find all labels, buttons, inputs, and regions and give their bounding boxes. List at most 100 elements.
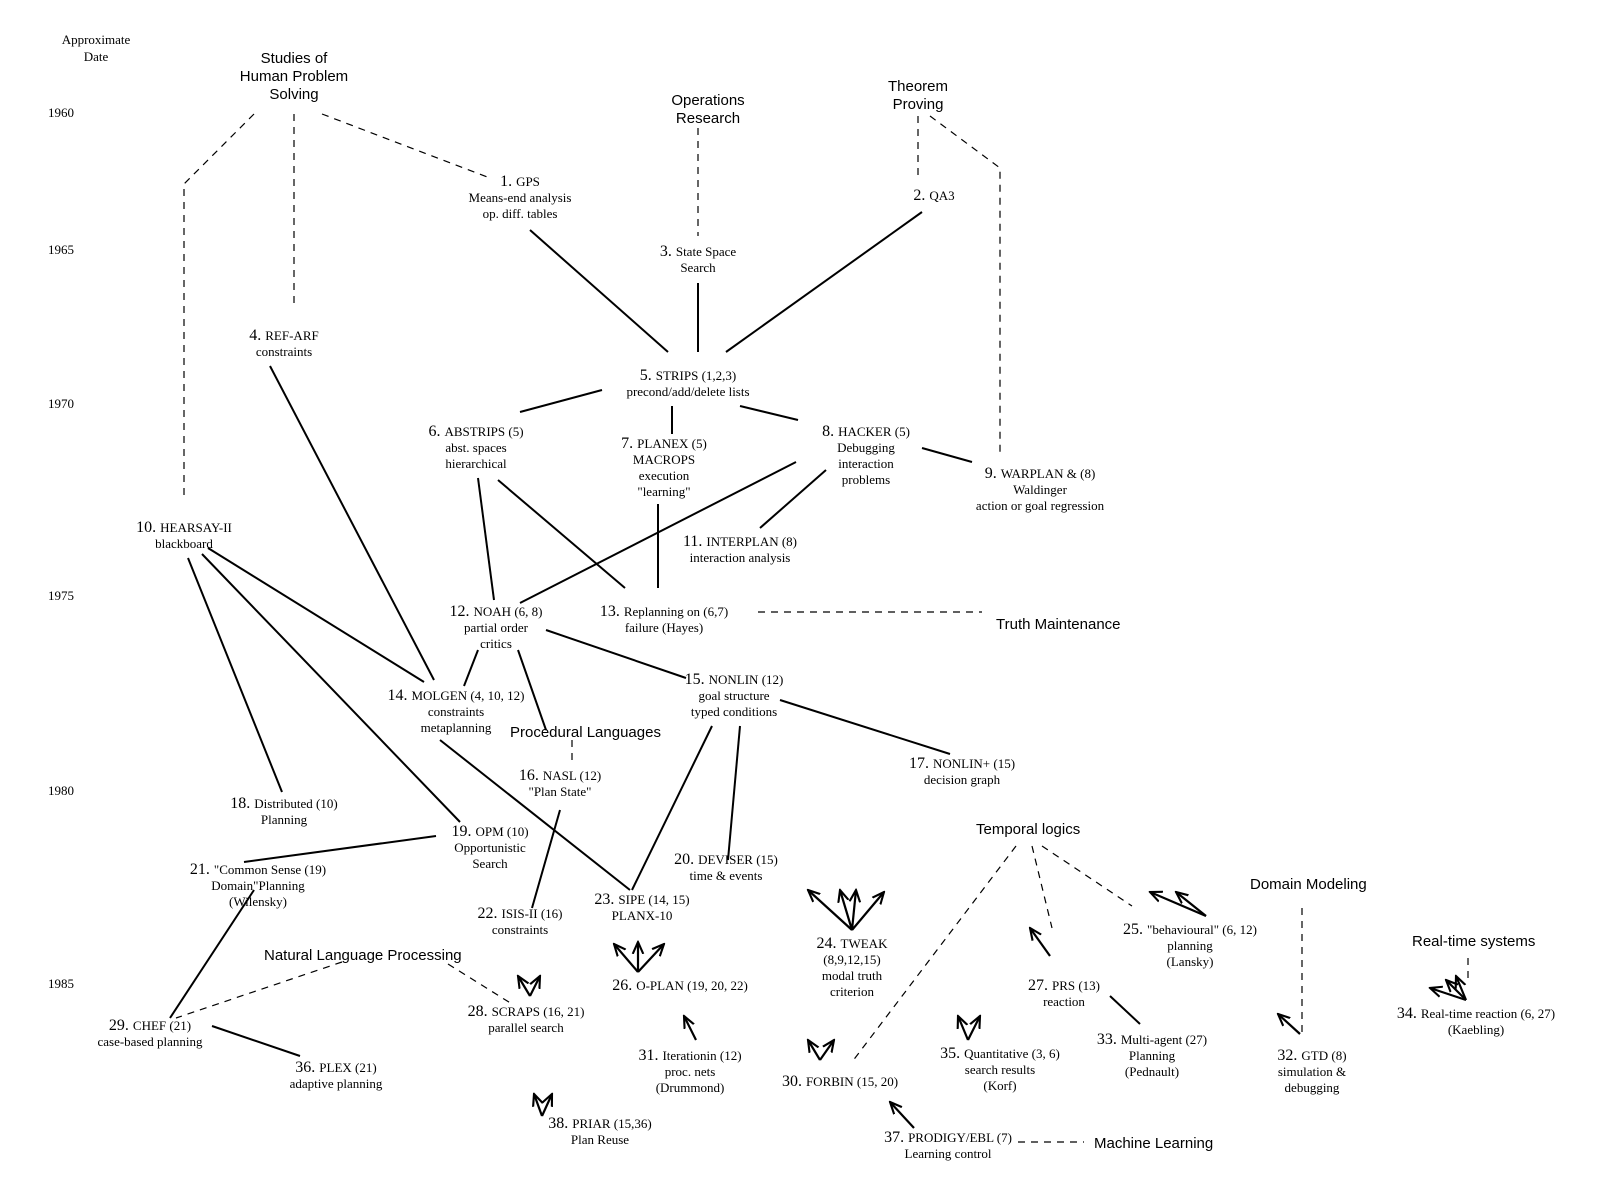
node-title: 6. ABSTRIPS (5) bbox=[428, 423, 523, 440]
node-name: NONLIN (12) bbox=[709, 672, 784, 687]
node-name: OPM (10) bbox=[475, 824, 528, 839]
node-number: 36. bbox=[295, 1059, 319, 1076]
node-title: 1. GPS bbox=[500, 173, 540, 190]
node-description: partial order bbox=[464, 620, 529, 635]
node-description: case-based planning bbox=[97, 1034, 203, 1049]
node-title: 37. PRODIGY/EBL (7) bbox=[884, 1129, 1012, 1146]
date-header-line2: Date bbox=[84, 49, 109, 64]
node-number: 33. bbox=[1097, 1031, 1121, 1048]
node-number: 10. bbox=[136, 519, 160, 536]
label-line: Human Problem bbox=[240, 68, 348, 85]
node-strips: 5. STRIPS (1,2,3)precond/add/delete list… bbox=[626, 367, 749, 399]
node-name: GTD (8) bbox=[1301, 1048, 1346, 1063]
year-label: 1965 bbox=[48, 242, 74, 257]
node-title: 33. Multi-agent (27) bbox=[1097, 1031, 1207, 1048]
node-description: parallel search bbox=[488, 1020, 564, 1035]
node-title: 10. HEARSAY-II bbox=[136, 519, 232, 536]
node-number: 1. bbox=[500, 173, 516, 190]
node-number: 13. bbox=[600, 603, 624, 620]
node-description: Opportunistic bbox=[454, 840, 526, 855]
node-description: (Drummond) bbox=[656, 1080, 725, 1095]
node-plex: 36. PLEX (21)adaptive planning bbox=[290, 1059, 383, 1091]
node-number: 34. bbox=[1397, 1005, 1421, 1022]
node-o-plan: 26. O-PLAN (19, 20, 22) bbox=[612, 977, 748, 994]
node-name: State Space bbox=[676, 244, 737, 259]
node-description: proc. nets bbox=[665, 1064, 716, 1079]
label-line: Truth Maintenance bbox=[996, 616, 1121, 633]
node-number: 7. bbox=[621, 435, 637, 452]
node-title: 20. DEVISER (15) bbox=[674, 851, 778, 868]
node-number: 9. bbox=[985, 465, 1001, 482]
node-number: 28. bbox=[468, 1003, 492, 1020]
node-description: Search bbox=[472, 856, 508, 871]
node-description: Domain"Planning bbox=[211, 878, 305, 893]
date-header-line1: Approximate bbox=[62, 32, 131, 47]
node-name: REF-ARF bbox=[265, 328, 318, 343]
node-name: NASL (12) bbox=[543, 768, 601, 783]
node-title: 38. PRIAR (15,36) bbox=[548, 1115, 651, 1132]
node-multi-agent-planning: 33. Multi-agent (27)Planning(Pednault) bbox=[1097, 1031, 1207, 1079]
node-name: WARPLAN & (8) bbox=[1001, 466, 1096, 481]
solid-links bbox=[169, 211, 1141, 1057]
node-description: Search bbox=[680, 260, 716, 275]
node-description: constraints bbox=[492, 922, 548, 937]
node-title: 16. NASL (12) bbox=[519, 767, 601, 784]
node-description: execution bbox=[639, 468, 690, 483]
node-name: Real-time reaction (6, 27) bbox=[1421, 1006, 1555, 1021]
node-number: 14. bbox=[387, 687, 411, 704]
dashed-links bbox=[175, 113, 1469, 1143]
node-number: 16. bbox=[519, 767, 543, 784]
node-real-time-reaction: 34. Real-time reaction (6, 27)(Kaebling) bbox=[1397, 1005, 1555, 1037]
node-name: HEARSAY-II bbox=[160, 520, 232, 535]
node-description: Learning control bbox=[905, 1146, 992, 1161]
node-number: 15. bbox=[685, 671, 709, 688]
node-name: NOAH (6, 8) bbox=[474, 604, 543, 619]
node-description: "learning" bbox=[637, 484, 690, 499]
node-title: 21. "Common Sense (19) bbox=[190, 861, 326, 878]
node-title: 28. SCRAPS (16, 21) bbox=[468, 1003, 585, 1020]
node-description: constraints bbox=[256, 344, 312, 359]
label-line: Studies of bbox=[261, 50, 329, 67]
node-description: problems bbox=[842, 472, 890, 487]
node-priar: 38. PRIAR (15,36)Plan Reuse bbox=[548, 1115, 651, 1147]
node-number: 29. bbox=[109, 1017, 133, 1034]
node-description: typed conditions bbox=[691, 704, 777, 719]
node-description: PLANX-10 bbox=[612, 908, 673, 923]
label-line: Solving bbox=[269, 86, 318, 103]
node-name: Quantitative (3, 6) bbox=[964, 1046, 1060, 1061]
node-title: 25. "behavioural" (6, 12) bbox=[1123, 921, 1257, 938]
year-label: 1985 bbox=[48, 976, 74, 991]
node-number: 3. bbox=[660, 243, 676, 260]
node-nonlin-plus: 17. NONLIN+ (15)decision graph bbox=[909, 755, 1015, 787]
node-description: abst. spaces bbox=[445, 440, 506, 455]
node-number: 22. bbox=[477, 905, 501, 922]
node-description: action or goal regression bbox=[976, 498, 1105, 513]
node-title: 14. MOLGEN (4, 10, 12) bbox=[387, 687, 524, 704]
domain-temporal-logics: Temporal logics bbox=[976, 821, 1080, 838]
node-replanning: 13. Replanning on (6,7)failure (Hayes) bbox=[600, 603, 728, 635]
date-axis: Approximate Date 1960 1965 1970 1975 198… bbox=[48, 32, 131, 991]
node-number: 30. bbox=[782, 1073, 806, 1090]
domain-natural-language-processing: Natural Language Processing bbox=[264, 947, 462, 964]
node-title: 13. Replanning on (6,7) bbox=[600, 603, 728, 620]
node-quantitative: 35. Quantitative (3, 6)search results(Ko… bbox=[940, 1045, 1060, 1093]
node-name: ISIS-II (16) bbox=[501, 906, 562, 921]
node-description: time & events bbox=[690, 868, 763, 883]
node-chef: 29. CHEF (21)case-based planning bbox=[97, 1017, 203, 1049]
node-gtd: 32. GTD (8)simulation &debugging bbox=[1277, 1047, 1346, 1095]
node-description: planning bbox=[1167, 938, 1213, 953]
arrows bbox=[518, 890, 1468, 1129]
node-name: QA3 bbox=[929, 188, 954, 203]
node-name: TWEAK bbox=[841, 936, 889, 951]
label-line: Real-time systems bbox=[1412, 933, 1535, 950]
node-name: "behavioural" (6, 12) bbox=[1147, 922, 1257, 937]
label-line: Machine Learning bbox=[1094, 1135, 1213, 1152]
node-sipe: 23. SIPE (14, 15)PLANX-10 bbox=[594, 891, 689, 923]
